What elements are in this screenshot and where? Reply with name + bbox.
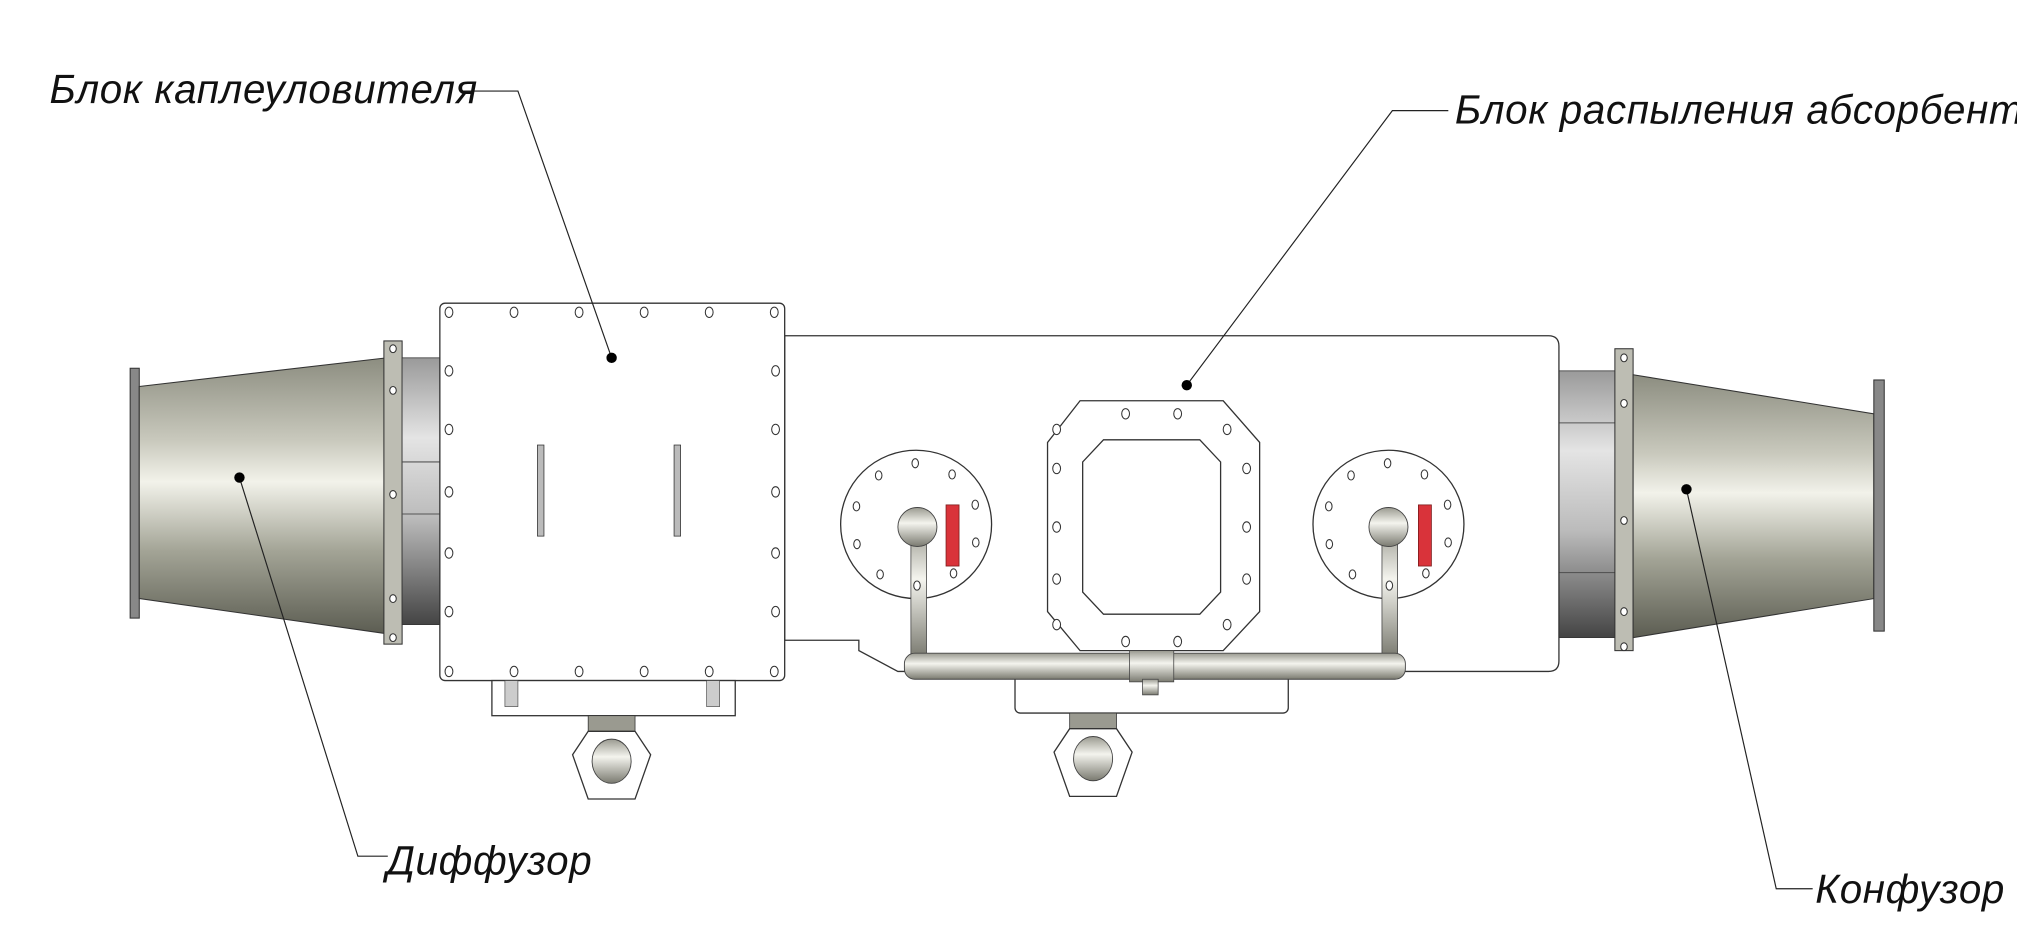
bolt bbox=[1242, 462, 1252, 475]
label-diffuser: Диффузор bbox=[383, 837, 593, 883]
bolt bbox=[948, 469, 956, 480]
sight-glass bbox=[673, 444, 681, 537]
bolt bbox=[444, 605, 454, 618]
bolt bbox=[1420, 469, 1429, 480]
bolt bbox=[444, 423, 454, 436]
bolt bbox=[1052, 618, 1062, 631]
label-confuser: Конфузор bbox=[1815, 866, 2005, 912]
drain-valve-left bbox=[571, 715, 652, 800]
bolt bbox=[771, 365, 780, 377]
bolt bbox=[771, 547, 780, 559]
bolt bbox=[913, 580, 921, 591]
bolt bbox=[1052, 462, 1062, 475]
bolt bbox=[1620, 398, 1628, 408]
bolt bbox=[972, 537, 980, 548]
bolt bbox=[1173, 408, 1183, 420]
drain-valve-middle bbox=[1053, 712, 1133, 798]
bolt bbox=[1620, 516, 1628, 525]
bolt bbox=[704, 306, 714, 319]
bolt bbox=[1052, 521, 1062, 533]
label-absorbent-spray: Блок распыления абсорбента bbox=[1455, 87, 2017, 133]
bolt bbox=[1222, 423, 1232, 436]
bolt bbox=[771, 605, 780, 618]
bolt bbox=[389, 490, 397, 499]
valve-handle-left bbox=[945, 504, 960, 567]
bolt bbox=[874, 470, 883, 481]
bolt bbox=[444, 486, 454, 498]
bolt bbox=[1222, 618, 1232, 631]
bolt bbox=[1242, 573, 1252, 585]
bolt bbox=[1385, 580, 1394, 591]
bolt bbox=[389, 633, 397, 643]
bolt bbox=[911, 458, 920, 469]
bolt bbox=[639, 306, 649, 319]
bolt bbox=[1348, 569, 1357, 580]
bolt bbox=[444, 665, 454, 678]
leader-lines bbox=[234, 90, 1813, 890]
bolt bbox=[1052, 573, 1062, 585]
confuser bbox=[1558, 348, 1885, 652]
bolt bbox=[771, 486, 780, 498]
bolt bbox=[389, 385, 397, 395]
bolts bbox=[389, 306, 1628, 678]
bolt bbox=[1242, 521, 1252, 533]
spray-block bbox=[784, 335, 1560, 798]
bolt bbox=[1121, 635, 1131, 648]
bolt bbox=[1173, 635, 1183, 648]
valve-handle-right bbox=[1418, 504, 1432, 567]
bolt bbox=[509, 665, 519, 678]
bolt bbox=[1422, 568, 1430, 579]
bolt bbox=[769, 306, 779, 319]
bolt bbox=[876, 569, 884, 580]
bolt bbox=[1052, 423, 1062, 436]
bolt bbox=[444, 306, 454, 319]
bolt bbox=[1121, 408, 1131, 420]
label-droplet-separator: Блок каплеуловителя bbox=[49, 66, 477, 112]
bolt bbox=[444, 547, 454, 559]
bolt bbox=[574, 306, 584, 319]
bolt bbox=[389, 594, 397, 604]
bolt bbox=[389, 344, 397, 354]
sight-glass bbox=[537, 444, 545, 537]
bolt bbox=[1325, 539, 1334, 550]
bolt bbox=[1347, 470, 1355, 481]
bolt bbox=[1620, 353, 1628, 363]
bolt bbox=[1620, 607, 1628, 617]
bolt bbox=[949, 568, 958, 579]
bolt bbox=[971, 499, 980, 510]
bolt bbox=[769, 665, 779, 678]
bolt bbox=[574, 665, 584, 678]
separator-block bbox=[439, 302, 786, 800]
bolt bbox=[444, 365, 454, 377]
bolt bbox=[853, 539, 861, 550]
bolt bbox=[1443, 499, 1452, 510]
bolt bbox=[852, 501, 861, 512]
bolt bbox=[771, 423, 780, 436]
bolt bbox=[509, 306, 519, 319]
bolt bbox=[1620, 642, 1628, 652]
bolt bbox=[1383, 458, 1392, 469]
bolt bbox=[639, 665, 649, 678]
bolt bbox=[1325, 501, 1333, 512]
bolt bbox=[1444, 537, 1452, 548]
bolt bbox=[704, 665, 714, 678]
